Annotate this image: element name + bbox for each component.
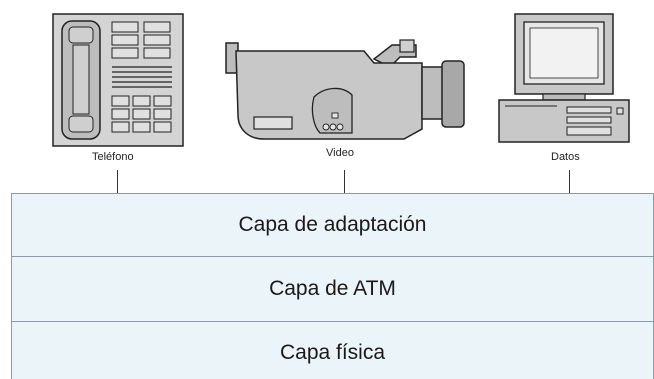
atm-layer-label: Capa de ATM <box>269 277 396 300</box>
telephone-icon <box>52 13 184 147</box>
camcorder-device <box>224 37 470 145</box>
physical-layer: Capa física <box>12 322 653 379</box>
computer-label: Datos <box>551 151 580 163</box>
camcorder-connector-line <box>344 170 345 194</box>
computer-icon <box>498 13 630 143</box>
camcorder-icon <box>225 39 465 140</box>
adaptation-layer-label: Capa de adaptación <box>238 213 427 236</box>
telephone-connector-line <box>117 170 118 194</box>
computer-device <box>497 12 633 146</box>
telephone-device <box>52 13 184 147</box>
protocol-layer-stack: Capa de adaptación Capa de ATM Capa físi… <box>11 193 654 379</box>
camcorder-label: Video <box>326 147 354 159</box>
computer-connector-line <box>569 170 570 194</box>
physical-layer-label: Capa física <box>279 341 386 364</box>
atm-layer: Capa de ATM <box>12 257 653 322</box>
adaptation-layer: Capa de adaptación <box>12 194 653 257</box>
telephone-label: Teléfono <box>92 151 134 163</box>
